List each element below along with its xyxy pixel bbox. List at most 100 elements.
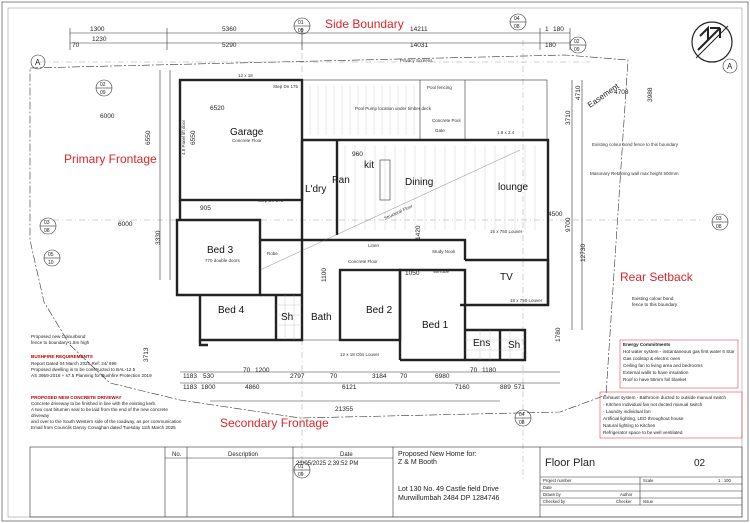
svg-text:Hot water system - instantaneo: Hot water system - instantaneous gas fir… [623, 349, 735, 354]
dim-left-6000b: 6000 [118, 221, 133, 228]
tb-proposed: Proposed New Home for: [398, 451, 477, 458]
room-bath: Bath [311, 312, 332, 323]
label-rear-setback: Rear Setback [620, 270, 694, 284]
dim-right-4500: 4500 [548, 211, 563, 218]
room-bed-2: Bed 2 [366, 305, 393, 316]
svg-text:Roof to have 55mm foil blanket: Roof to have 55mm foil blanket [623, 377, 687, 382]
tb-drawn-value: Author [620, 492, 633, 497]
dim-bot-70a: 70 [243, 367, 251, 374]
label-window-12x18: 12 x 18 [238, 73, 253, 78]
label-robe: Robe [267, 251, 278, 256]
dim-int-1050: 1050 [405, 270, 420, 277]
svg-text:02: 02 [574, 39, 580, 45]
svg-text:09: 09 [298, 472, 304, 478]
label-gate: Gate [435, 128, 445, 133]
dim-left-905: 905 [200, 205, 211, 212]
deck-hatch [309, 85, 536, 230]
dim-left-6000: 6000 [100, 113, 115, 120]
dim-right-4710: 4710 [575, 85, 582, 100]
room-lounge: lounge [498, 182, 528, 193]
room-garage: Garage [230, 127, 264, 138]
label-privacy-screens: Privacy Screens [400, 58, 433, 63]
label-side-boundary: Side Boundary [325, 17, 404, 31]
top-dimensions: 1300 5360 14211 1 180 70 1230 5290 14031… [69, 26, 571, 50]
svg-text:Gas cooktop & electric oven: Gas cooktop & electric oven [623, 356, 681, 361]
dim-left-3330: 3330 [155, 230, 162, 245]
site-boundary [29, 54, 629, 419]
room-bed-1: Bed 1 [422, 320, 449, 331]
dim-top-180b: 180 [545, 42, 556, 49]
energy-commitments-box: Energy Commitments Hot water system - in… [619, 339, 739, 389]
structural-floor-line [259, 149, 521, 271]
note-bushfire-3: AS 3959-2018 + s7.5 Planning for Bushfir… [31, 373, 152, 378]
label-window-18x24: 1.8 x 2.4 [497, 130, 515, 135]
dim-bot-2797: 2797 [290, 373, 305, 380]
dim-bot-1200: 1200 [255, 367, 270, 374]
section-marker-03-right: 03 08 [711, 213, 729, 231]
tb-col-description: Description [228, 452, 258, 458]
svg-text:Exhaust system - Bathroom duct: Exhaust system - Bathroom ducted to outs… [603, 395, 727, 400]
note-driveway-3: driveway [31, 413, 50, 418]
svg-text:08: 08 [519, 420, 525, 426]
svg-text:08: 08 [44, 228, 50, 234]
room-kitchen: kit [364, 160, 374, 171]
dim-right-12730: 12730 [580, 244, 587, 262]
svg-text:05: 05 [48, 252, 54, 258]
tb-sheet-title: Floor Plan [545, 457, 595, 469]
north-arrow-icon [691, 21, 733, 63]
svg-text:- Laundry individual fan: - Laundry individual fan [603, 409, 651, 414]
dim-right-4708: 4708 [614, 89, 629, 96]
dim-right-3710: 3710 [565, 110, 572, 125]
dim-top-70: 70 [72, 42, 80, 49]
tb-client: Z & M Booth [398, 459, 437, 466]
note-driveway-title: PROPOSED NEW CONCRETE DRIVEWAY [31, 395, 121, 400]
svg-text:03: 03 [44, 220, 50, 226]
svg-text:10: 10 [48, 260, 54, 266]
dim-top-180: 180 [553, 26, 564, 33]
svg-text:Refrigerator space to be well: Refrigerator space to be well ventilated [603, 430, 683, 435]
room-dining: Dining [405, 177, 433, 188]
tb-lot-line1: Lot 130 No. 49 Castle field Drive [398, 486, 499, 493]
room-bed-4: Bed 4 [218, 305, 245, 316]
tb-checker-value: Checker [616, 499, 632, 504]
left-dimensions: 6000 6550 6520 6550 6000 3330 905 4.8 Pa… [100, 70, 225, 280]
room-ensuite: Ens [473, 338, 490, 349]
title-block: No. Description Date 21/05/2025 2:39:52 … [29, 446, 743, 518]
dim-bot-3184: 3184 [372, 373, 387, 380]
label-study-nook: Study Nook [432, 249, 456, 254]
tb-scale-label: Scale [643, 478, 654, 483]
svg-text:02: 02 [100, 82, 106, 88]
dim-right-3988: 3988 [647, 87, 654, 102]
note-right-fence-2: fence to this boundary [632, 302, 678, 307]
note-right-fence-1: Existing colour bond [632, 296, 674, 301]
label-walk-in-robe: WiRobe [433, 269, 450, 274]
dim-top-1300: 1300 [90, 26, 105, 33]
svg-text:A: A [727, 62, 733, 71]
tb-sheet-no: 02 [694, 458, 706, 469]
dim-left-6550b: 6550 [190, 130, 197, 145]
label-step-down-1: Step Dn 175 [273, 84, 299, 89]
house-walls [175, 78, 550, 362]
note-bushfire-2: Proposed dwelling is to be constructed t… [31, 367, 136, 372]
kitchen-island [379, 159, 391, 201]
dim-bot-1180: 1180 [482, 367, 496, 374]
note-bushfire-1: Report Dated 04 March 2025 Ref: 24/ 696 [31, 361, 117, 366]
label-existing-fence-top: Existing colour bond fence to this bound… [592, 142, 679, 147]
note-fence-1: Proposed new Colourbond [31, 334, 86, 339]
tb-project-number-label: Project number [543, 478, 572, 483]
label-panel-lift-door: 4.8 Panel lift door [181, 119, 186, 155]
energy-title: Energy Commitments [623, 342, 671, 347]
dim-left-6520: 6520 [210, 105, 225, 112]
room-garage-floor: Concrete Floor [232, 138, 262, 143]
dim-left-6550: 6550 [145, 130, 152, 145]
dim-int-3713: 3713 [143, 347, 150, 362]
section-marker-01-bottom: 01 09 [293, 461, 311, 479]
dim-int-1100: 1100 [321, 268, 328, 282]
tb-drawn-label: Drawn by [543, 492, 562, 497]
tb-col-no: No. [172, 452, 182, 458]
dim-bot-6980: 6980 [435, 373, 450, 380]
dim-bot-70d: 70 [470, 367, 478, 374]
right-dimensions: 3710 4708 4710 3988 4500 9700 12730 1780 [548, 80, 654, 342]
room-shower-2: Sh [508, 340, 520, 351]
